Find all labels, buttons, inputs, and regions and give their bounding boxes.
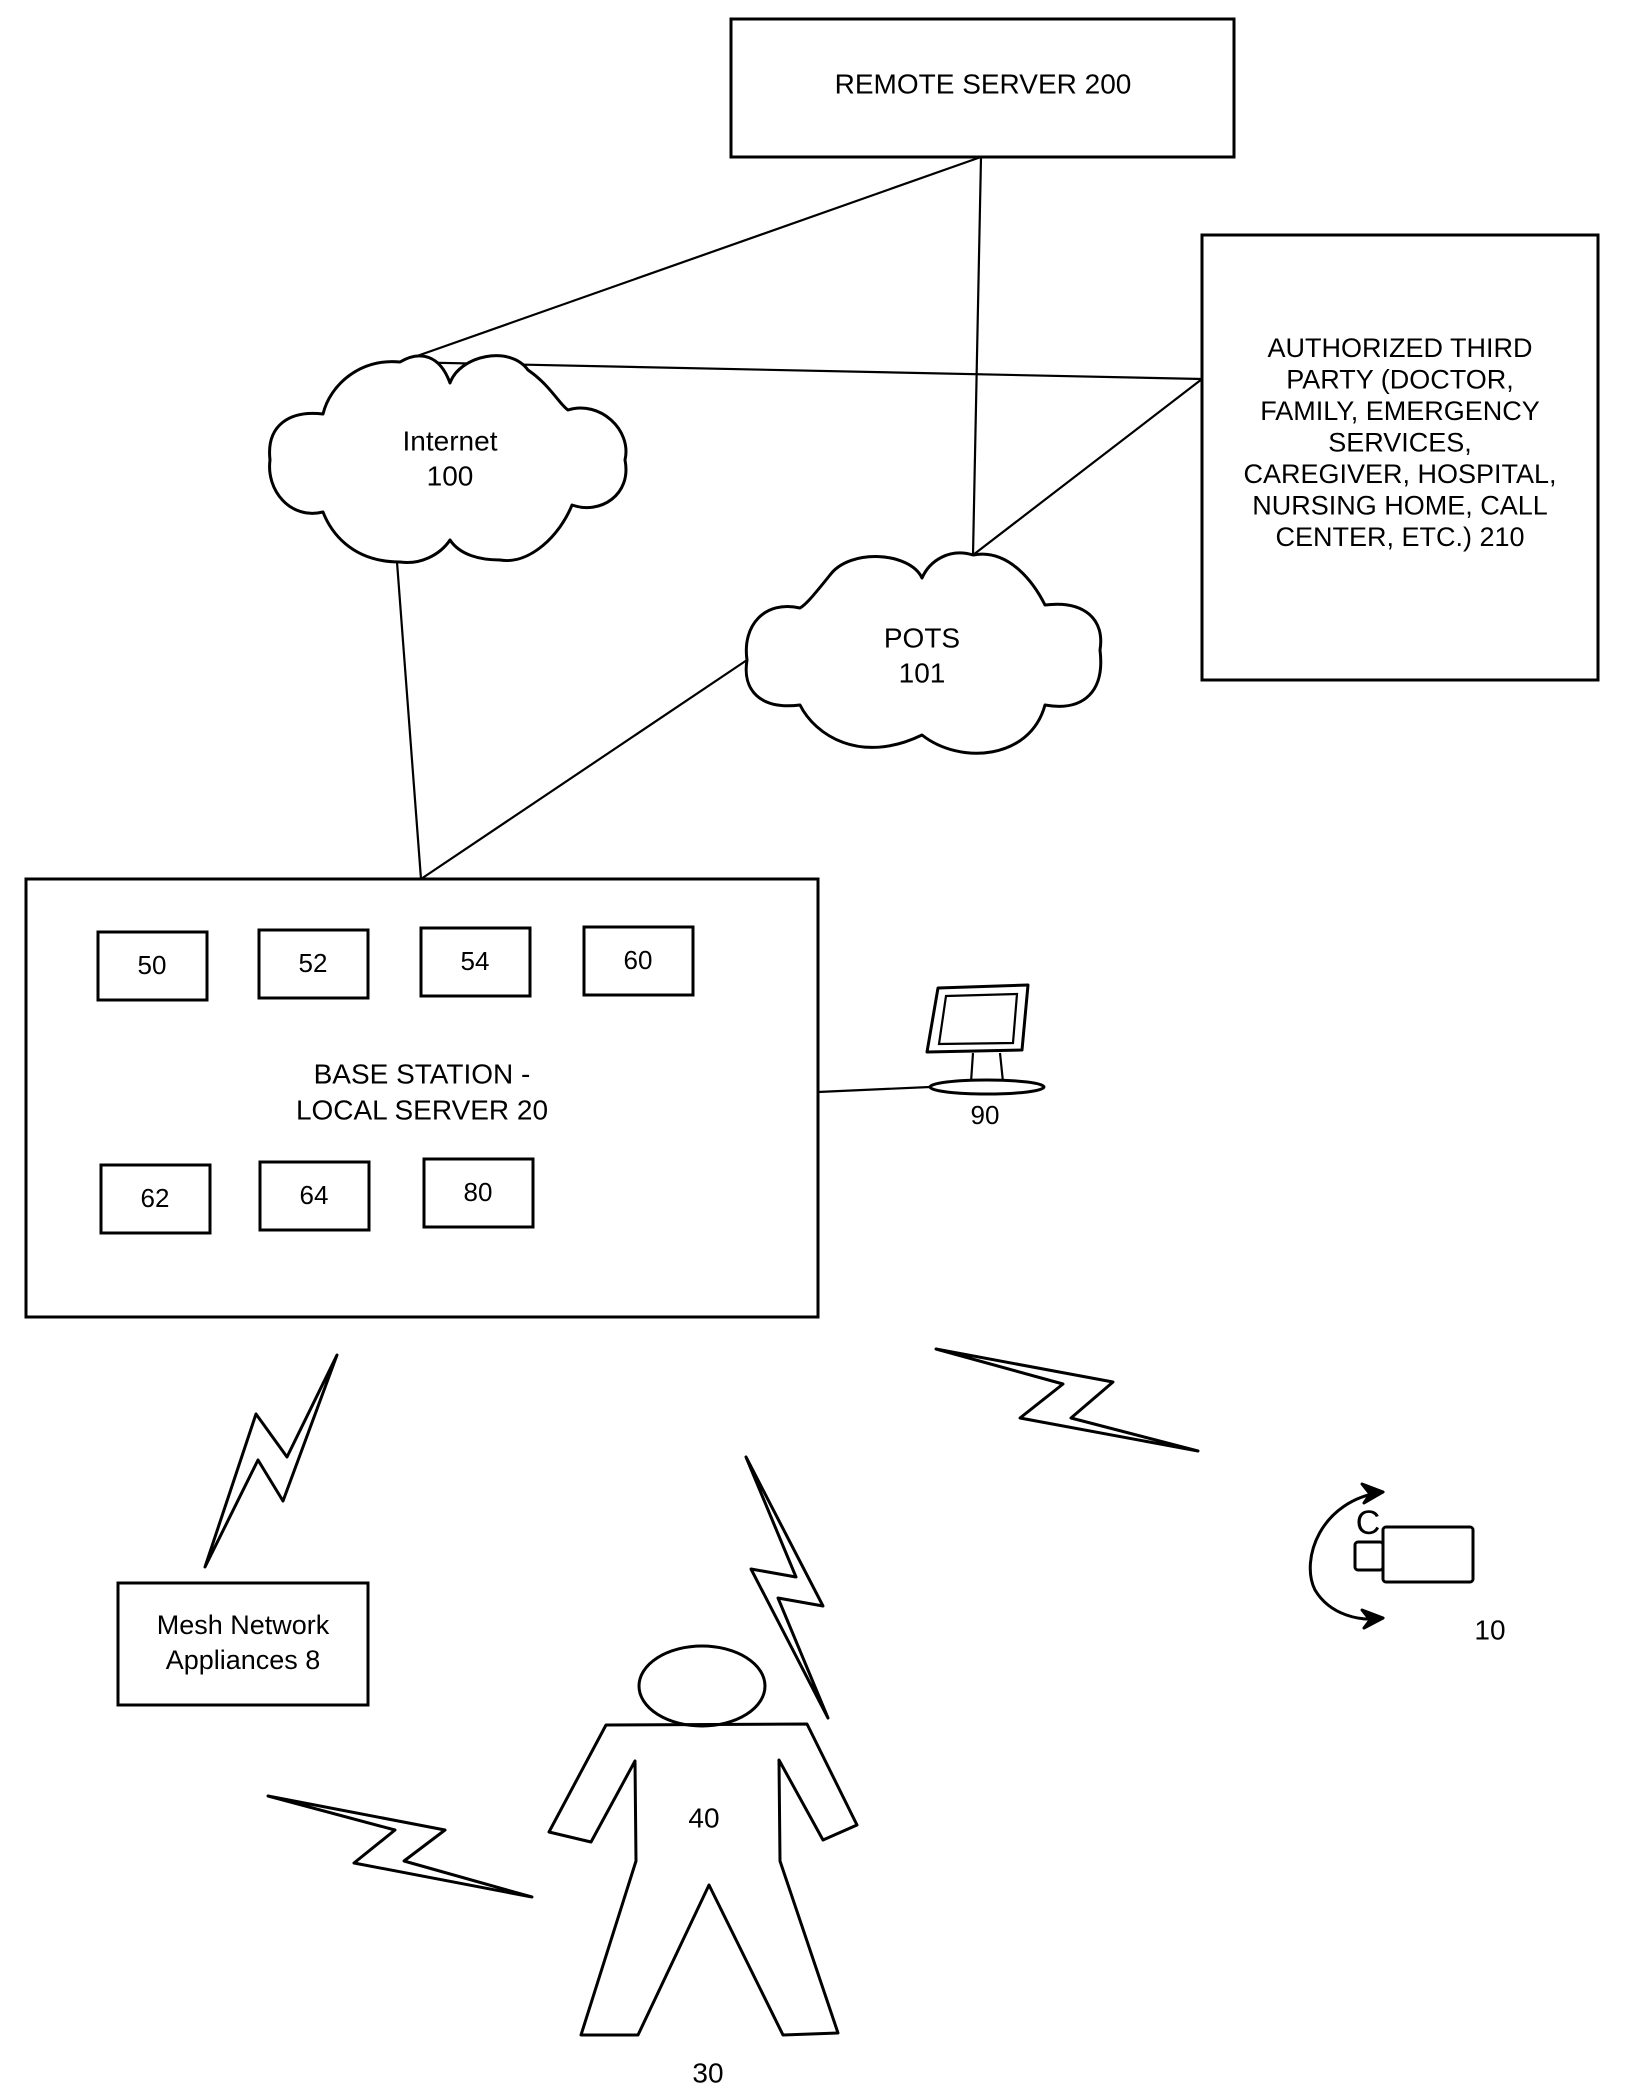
third-party-label-line: SERVICES, xyxy=(1328,428,1472,458)
link-pots-base xyxy=(421,660,747,879)
person-icon xyxy=(549,1646,857,2035)
pots-number: 101 xyxy=(899,657,946,688)
camera-glyph: C xyxy=(1356,1504,1381,1542)
base-station-sublabel: LOCAL SERVER 20 xyxy=(296,1094,548,1125)
mesh-sublabel: Appliances 8 xyxy=(166,1645,321,1675)
computer-node: 90 xyxy=(927,985,1044,1130)
link-remote-internet xyxy=(400,157,981,362)
person-node: 40 30 xyxy=(549,1646,857,2088)
module-box: 64 xyxy=(260,1162,369,1230)
mesh-appliances-node: Mesh Network Appliances 8 xyxy=(118,1583,368,1705)
monitor-icon xyxy=(927,985,1044,1094)
remote-server-label: REMOTE SERVER 200 xyxy=(835,68,1132,99)
module-label: 52 xyxy=(299,948,328,978)
third-party-node: AUTHORIZED THIRDPARTY (DOCTOR,FAMILY, EM… xyxy=(1202,235,1598,680)
third-party-label-line: NURSING HOME, CALL xyxy=(1252,491,1548,521)
mesh-appliances-box xyxy=(118,1583,368,1705)
module-box: 54 xyxy=(421,928,530,996)
computer-label: 90 xyxy=(971,1100,1000,1130)
module-label: 60 xyxy=(624,945,653,975)
module-label: 64 xyxy=(300,1180,329,1210)
base-station-label: BASE STATION - xyxy=(314,1058,531,1089)
third-party-label-line: FAMILY, EMERGENCY xyxy=(1260,396,1540,426)
pots-cloud-node: POTS 101 xyxy=(746,553,1101,753)
person-body-label: 40 xyxy=(688,1802,719,1833)
module-box: 80 xyxy=(424,1159,533,1227)
remote-server-node: REMOTE SERVER 200 xyxy=(731,19,1234,157)
link-remote-pots xyxy=(973,157,981,555)
camera-icon xyxy=(1310,1484,1473,1628)
third-party-label-line: CAREGIVER, HOSPITAL, xyxy=(1243,459,1556,489)
internet-number: 100 xyxy=(427,460,474,491)
third-party-label-line: CENTER, ETC.) 210 xyxy=(1275,522,1524,552)
mesh-label: Mesh Network xyxy=(157,1610,330,1640)
module-box: 62 xyxy=(101,1165,210,1233)
module-label: 50 xyxy=(138,950,167,980)
link-base-computer xyxy=(818,1087,930,1092)
module-label: 62 xyxy=(141,1183,170,1213)
wireless-bolt-icon xyxy=(746,1457,828,1718)
link-pots-thirdparty xyxy=(973,379,1202,555)
pots-label: POTS xyxy=(884,622,960,653)
link-internet-base xyxy=(397,562,421,879)
third-party-label-line: AUTHORIZED THIRD xyxy=(1267,333,1532,363)
camera-node: C 10 xyxy=(1310,1484,1505,1645)
wireless-bolt-icon xyxy=(268,1796,532,1897)
person-label: 30 xyxy=(692,2057,723,2088)
cloud-icon xyxy=(270,356,626,563)
module-box: 60 xyxy=(584,927,693,995)
camera-label: 10 xyxy=(1474,1614,1505,1645)
module-label: 54 xyxy=(461,946,490,976)
third-party-label-line: PARTY (DOCTOR, xyxy=(1286,365,1514,395)
wireless-bolt-icon xyxy=(205,1355,337,1567)
module-box: 50 xyxy=(98,932,207,1000)
base-station-node: BASE STATION - LOCAL SERVER 20 50 52 54 60 6… xyxy=(26,879,818,1317)
module-box: 52 xyxy=(259,930,368,998)
internet-label: Internet xyxy=(403,425,498,456)
internet-cloud-node: Internet 100 xyxy=(270,356,626,563)
module-label: 80 xyxy=(464,1177,493,1207)
wireless-bolt-icon xyxy=(936,1349,1198,1451)
